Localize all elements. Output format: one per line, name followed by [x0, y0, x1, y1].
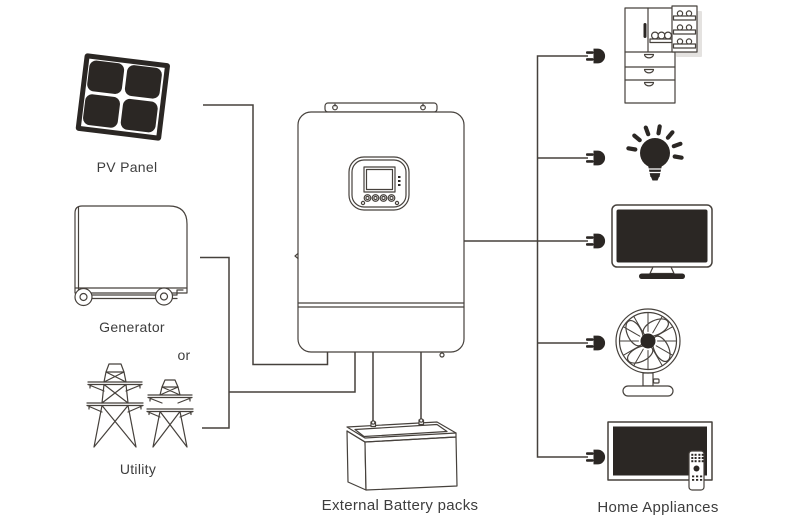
utility-label: Utility [119, 461, 157, 477]
battery-pack-icon [346, 418, 458, 491]
inverter-screen [363, 166, 396, 193]
battery-label: External Battery packs [321, 497, 479, 514]
light-bulb-icon [626, 124, 684, 181]
power-plug-icon [586, 335, 606, 351]
power-plug-icon [586, 48, 606, 64]
power-plug-icon [586, 449, 606, 465]
generator-label: Generator [99, 319, 165, 335]
power-plug-icon [586, 150, 606, 166]
pv-panel-label: PV Panel [96, 159, 158, 175]
transmission-towers-icon [86, 363, 194, 448]
inverter-unit-icon [294, 102, 465, 358]
monitor-icon [611, 204, 713, 279]
power-plug-icon [586, 233, 606, 249]
desk-fan-icon [615, 308, 681, 397]
generator-icon [74, 205, 188, 307]
or-label: or [177, 347, 191, 363]
refrigerator-icon [624, 5, 702, 104]
television-remote-icon [607, 421, 713, 491]
appliances-label: Home Appliances [597, 499, 719, 516]
solar-panel-icon [75, 53, 170, 141]
